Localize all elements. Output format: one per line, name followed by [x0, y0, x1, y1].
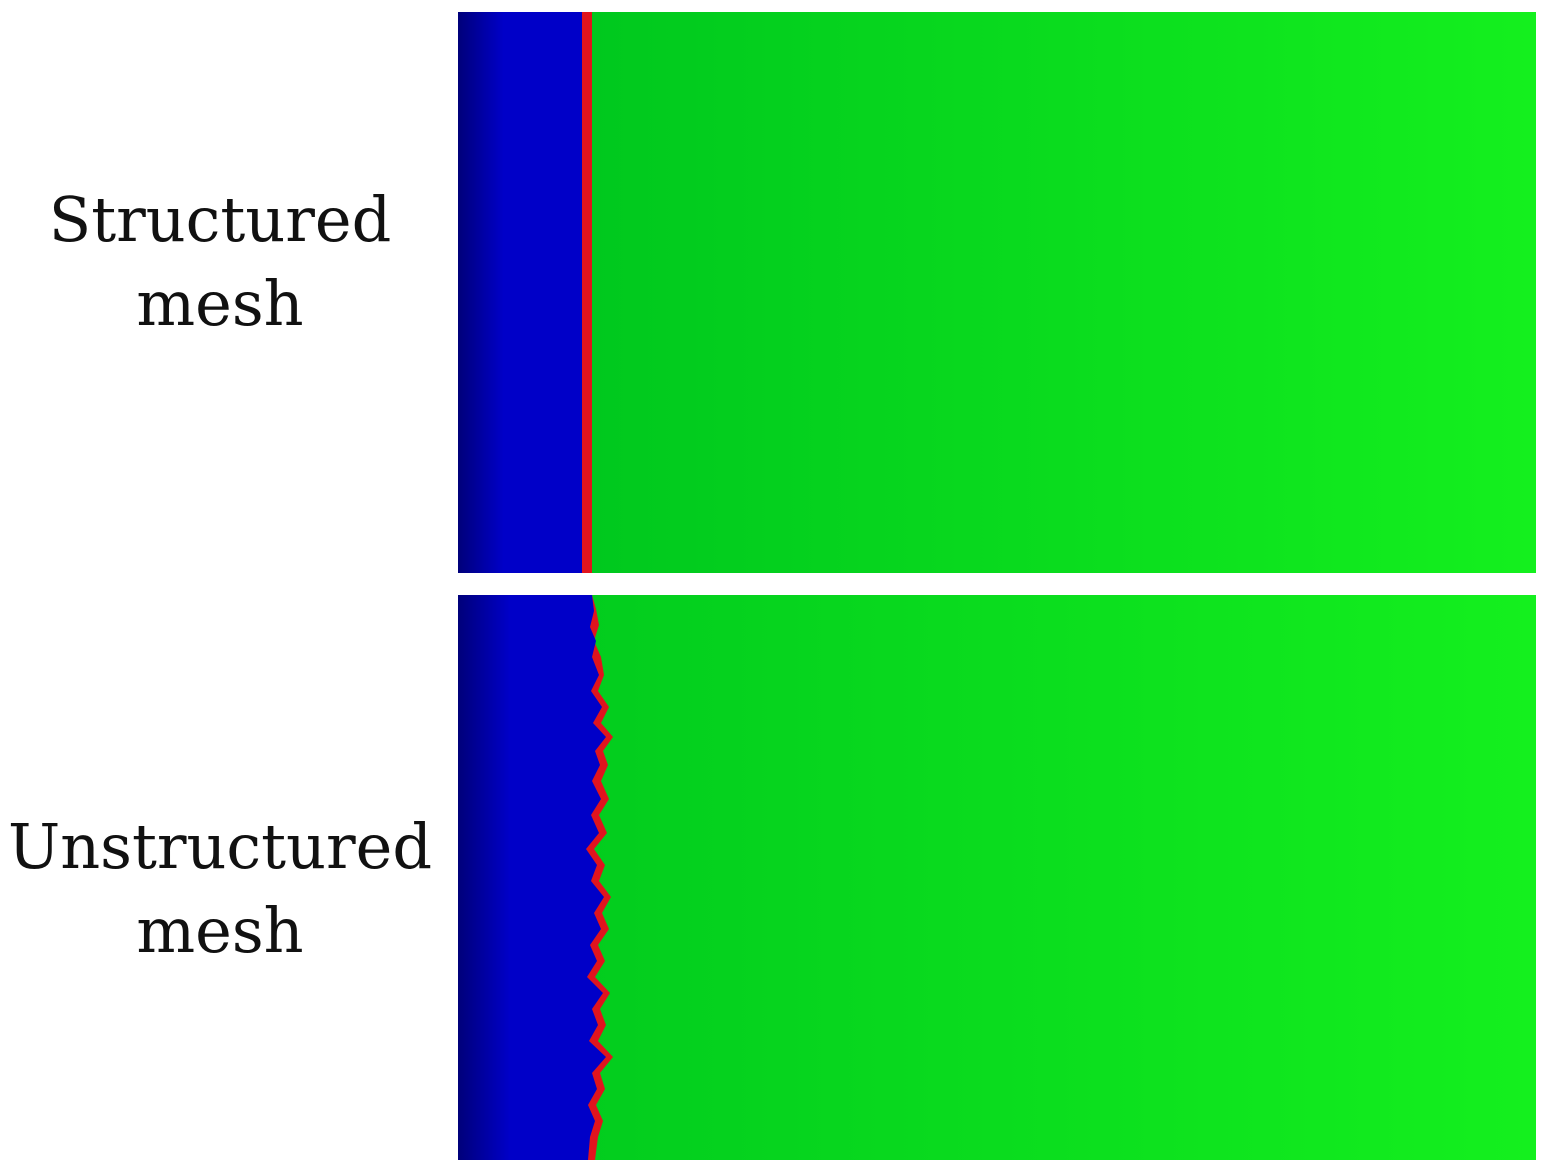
unstructured-label-line2: mesh	[136, 894, 304, 967]
structured-label-line2: mesh	[136, 267, 304, 340]
unstructured-mesh-panel	[458, 595, 1536, 1160]
left-phase-region	[458, 12, 588, 573]
unstructured-mesh-image	[458, 595, 1536, 1160]
interface-band	[582, 12, 592, 573]
structured-mesh-label: Structured mesh	[0, 178, 440, 346]
right-phase-region	[588, 12, 1536, 573]
structured-mesh-panel	[458, 12, 1536, 573]
right-phase-region	[458, 595, 1536, 1160]
left-phase-region	[458, 595, 606, 1160]
structured-mesh-image	[458, 12, 1536, 573]
unstructured-mesh-label: Unstructured mesh	[0, 805, 440, 973]
structured-label-line1: Structured	[48, 183, 392, 256]
unstructured-label-line1: Unstructured	[7, 810, 433, 883]
